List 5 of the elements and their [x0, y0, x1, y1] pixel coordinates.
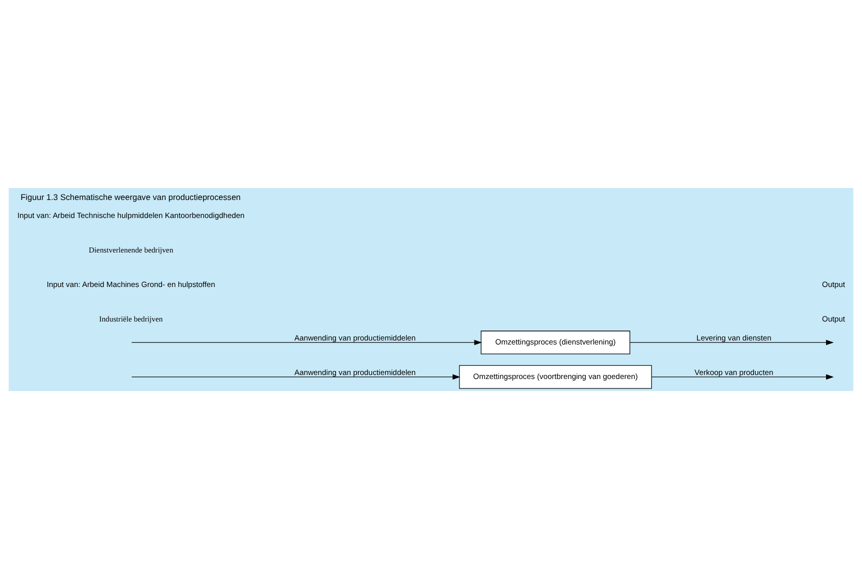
arrow	[131, 374, 460, 380]
arrow	[651, 374, 834, 380]
arrow	[630, 339, 834, 345]
diagram-title: Figuur 1.3 Schematische weergave van productieprocessen	[20, 191, 241, 202]
arrow	[131, 339, 482, 345]
